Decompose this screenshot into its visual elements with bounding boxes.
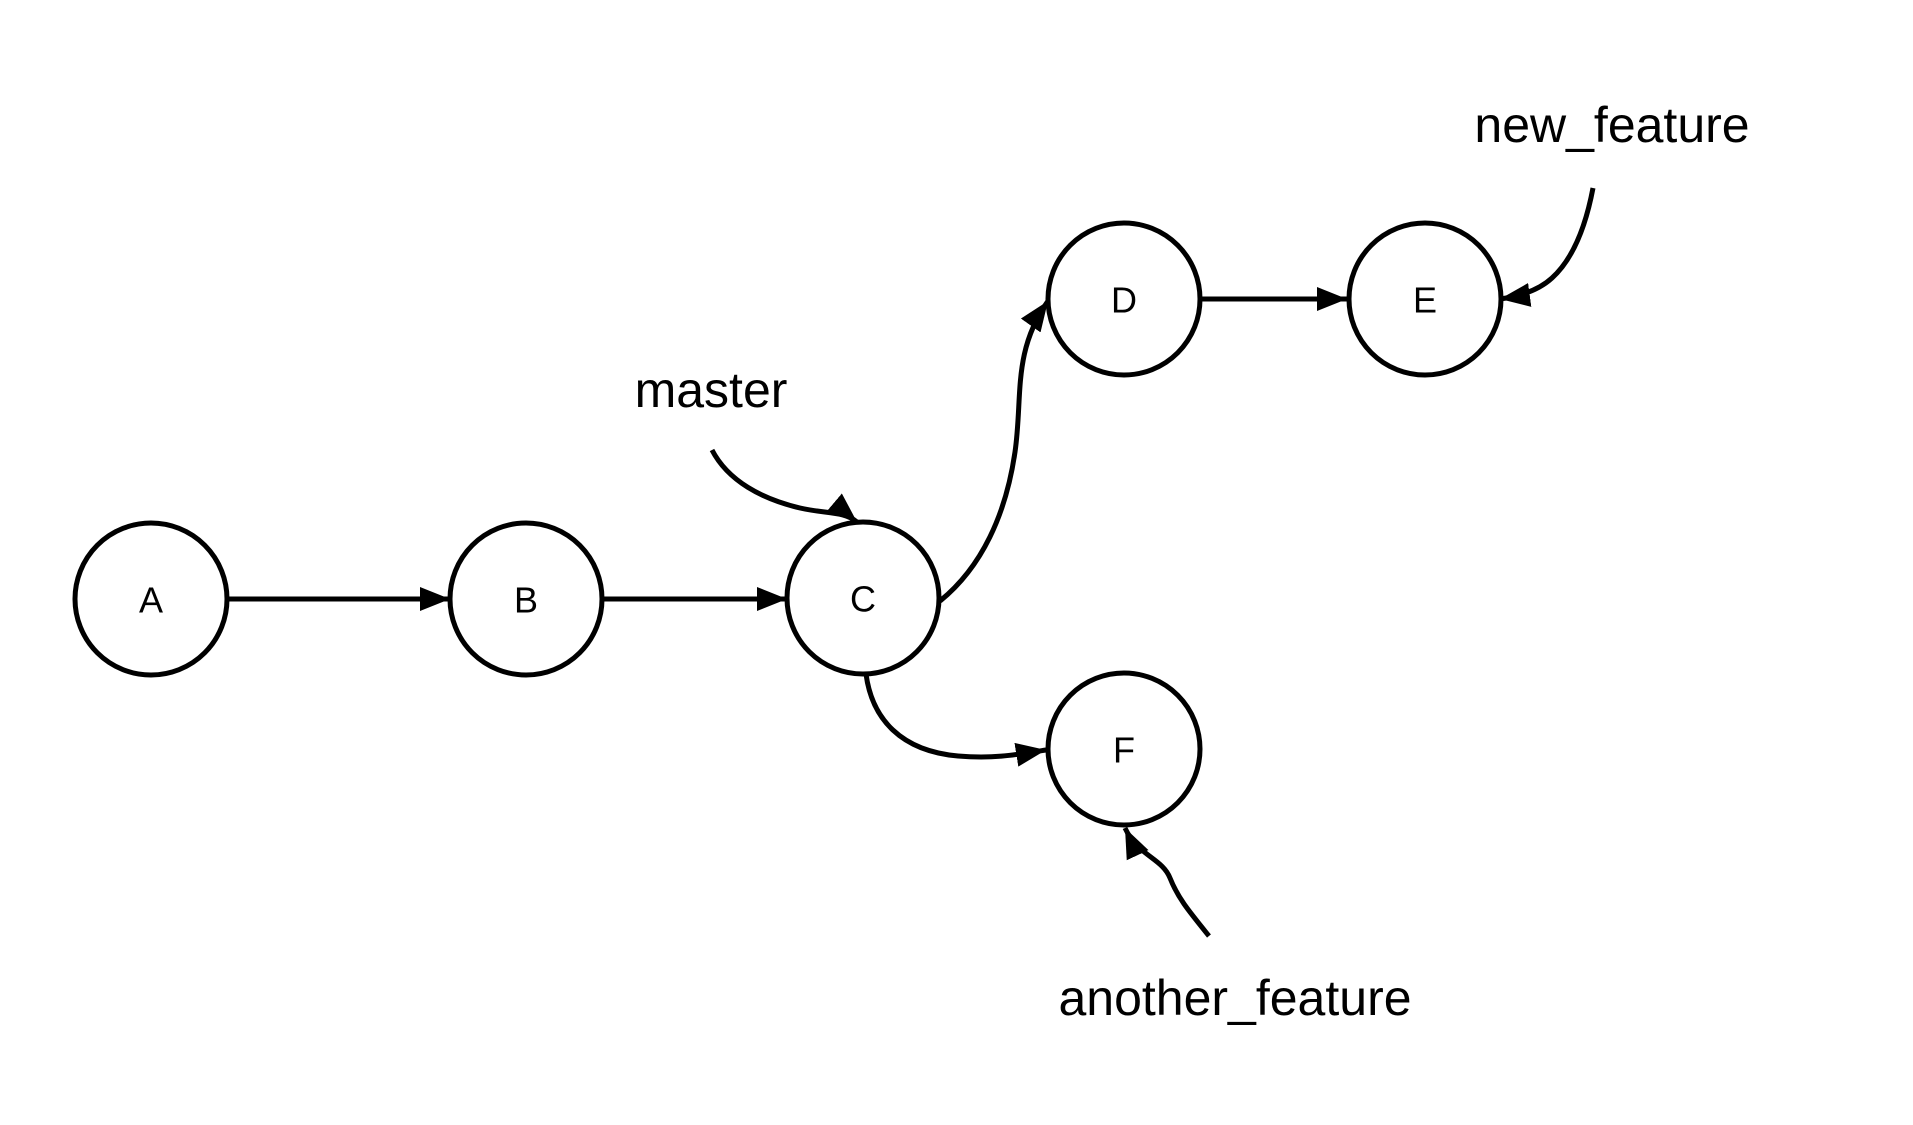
edge-arrow-C-D [938,299,1051,603]
commit-node-label-A: A [139,580,163,621]
commit-node-label-F: F [1113,730,1135,771]
commit-node-label-B: B [514,580,538,621]
commit-node-E [1346,220,1504,378]
commit-node-C [784,519,942,677]
branch-pointer-arrow-new_feature [1499,187,1596,307]
commit-node-label-D: D [1111,280,1137,321]
branch-label-another_feature: another_feature [1058,970,1411,1026]
commit-node-D [1045,220,1203,378]
edge-arrow-C-F [863,673,1047,767]
branch-pointer-arrow-another_feature [1122,826,1211,938]
commit-node-label-C: C [850,579,876,620]
commit-node-F [1045,670,1203,828]
branch-pointer-arrow-master [709,448,859,525]
branch-label-new_feature: new_feature [1474,97,1749,153]
commit-node-A [72,520,230,678]
commit-node-B [447,520,605,678]
commit-node-label-E: E [1413,280,1437,321]
branch-label-master: master [635,362,788,418]
